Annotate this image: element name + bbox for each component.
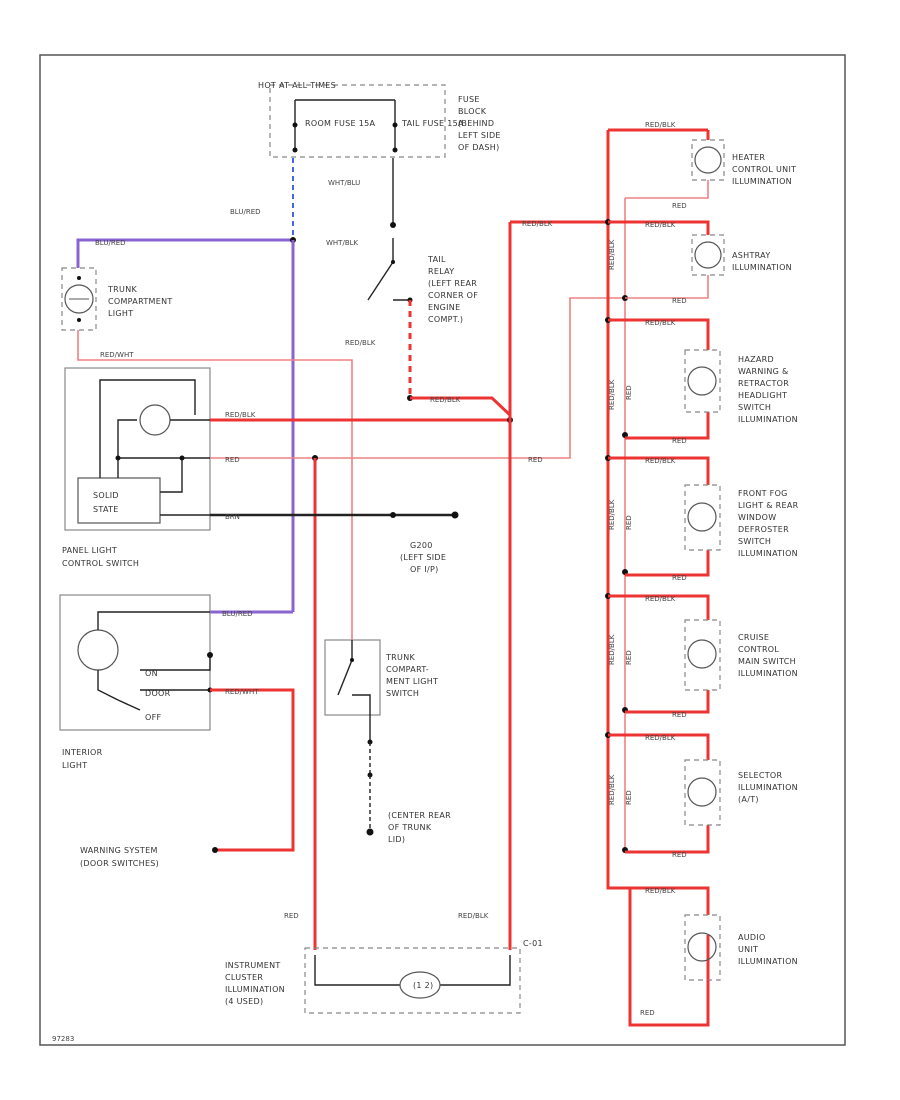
center-rear-label: (CENTER REAR OF TRUNK LID)	[388, 811, 454, 844]
switch-off-label: OFF	[145, 713, 161, 722]
heater-red-label: RED	[672, 202, 687, 210]
bus-red-label-4: RED	[625, 790, 633, 805]
red-blk-label-relay: RED/BLK	[345, 339, 376, 347]
ashtray-wire-label: RED/BLK	[645, 221, 676, 229]
hazard-red-label: RED	[672, 437, 687, 445]
cluster-bulbs: (1 2)	[413, 981, 433, 990]
brn-label: BRN	[225, 513, 240, 521]
tail-relay-label: TAIL RELAY (LEFT REAR CORNER OF ENGINE C…	[427, 255, 481, 324]
tail-fuse-label: TAIL FUSE 15A	[401, 119, 464, 128]
blu-red-label-2: BLU/RED	[95, 239, 126, 247]
front-fog-label: FRONT FOG LIGHT & REAR WINDOW DEFROSTER …	[738, 489, 801, 558]
trunk-light-switch: TRUNK COMPART- MENT LIGHT SWITCH	[324, 639, 441, 740]
panel-switch-label: PANEL LIGHT CONTROL SWITCH	[62, 546, 139, 568]
red-wire-panel	[210, 297, 625, 459]
trunk-light-label: TRUNK COMPARTMENT LIGHT	[107, 285, 175, 318]
red-blk-label-2: RED/BLK	[430, 396, 461, 404]
solid-state-label: SOLID STATE	[93, 491, 122, 514]
red-wht-label-2: RED/WHT	[225, 688, 259, 696]
g200-label: G200 (LEFT SIDE OF I/P)	[400, 541, 449, 574]
diagram-border	[39, 54, 846, 1046]
bus-red-label-2: RED	[625, 515, 633, 530]
red-label-1: RED	[225, 456, 240, 464]
red-blk-label-3: RED/BLK	[225, 411, 256, 419]
selector-red-label: RED	[672, 851, 687, 859]
hazard-wire-label: RED/BLK	[645, 319, 676, 327]
switch-door-label: DOOR	[145, 689, 171, 698]
fuse-block: HOT AT ALL TIMES ROOM FUSE 15A TAIL FUSE…	[258, 81, 504, 158]
cruise-red-label: RED	[672, 711, 687, 719]
bus-red-blk-label-3: RED/BLK	[608, 499, 616, 530]
hot-at-all-times-label: HOT AT ALL TIMES	[258, 81, 336, 90]
bus-red-blk-label-4: RED/BLK	[608, 634, 616, 665]
red-blk-wire-relay-out	[410, 396, 512, 417]
red-blk-label-4: RED/BLK	[458, 912, 489, 920]
wht-blu-label: WHT/BLU	[328, 179, 360, 187]
heater-label: HEATER CONTROL UNIT ILLUMINATION	[732, 153, 799, 186]
fuse-block-label: FUSE BLOCK (BEHIND LEFT SIDE OF DASH)	[458, 95, 504, 152]
panel-light-control-switch: SOLID STATE PANEL LIGHT CONTROL SWITCH	[62, 367, 211, 568]
ashtray-illumination: RED/BLK RED ASHTRAY ILLUMINATION	[608, 220, 792, 305]
red-label-2: RED	[528, 456, 543, 464]
red-label-3: RED	[284, 912, 299, 920]
figure-id: 97283	[52, 1035, 74, 1043]
tail-relay: TAIL RELAY (LEFT REAR CORNER OF ENGINE C…	[367, 238, 481, 324]
switch-on-label: ON	[145, 669, 158, 678]
trunk-switch-label: TRUNK COMPART- MENT LIGHT SWITCH	[385, 653, 441, 698]
heater-illumination: RED/BLK RED HEATER CONTROL UNIT ILLUMINA…	[625, 121, 799, 210]
hazard-label: HAZARD WARNING & RETRACTOR HEADLIGHT SWI…	[738, 355, 798, 424]
bus-red-blk-label-5: RED/BLK	[608, 774, 616, 805]
bus-red-label-3: RED	[625, 650, 633, 665]
ashtray-label: ASHTRAY ILLUMINATION	[732, 251, 792, 272]
cruise-label: CRUISE CONTROL MAIN SWITCH ILLUMINATION	[738, 633, 799, 678]
ashtray-red-label: RED	[672, 297, 687, 305]
c01-label: C-01	[523, 939, 543, 948]
blu-red-label-3: BLU/RED	[222, 610, 253, 618]
front-fog-illumination: RED/BLK RED FRONT FOG LIGHT & REAR WINDO…	[608, 456, 801, 582]
selector-illumination: RED/BLK RED SELECTOR ILLUMINATION (A/T)	[608, 733, 801, 859]
wht-blk-label: WHT/BLK	[326, 239, 359, 247]
selector-label: SELECTOR ILLUMINATION (A/T)	[738, 771, 801, 804]
cruise-wire-label: RED/BLK	[645, 595, 676, 603]
trunk-compartment-light: TRUNK COMPARTMENT LIGHT	[61, 267, 175, 331]
red-wht-wire-warning	[210, 688, 295, 852]
audio-illumination: RED/BLK AUDIO UNIT ILLUMINATION	[608, 886, 798, 981]
instrument-cluster-illumination: (1 2) INSTRUMENT CLUSTER ILLUMINATION (4…	[225, 939, 543, 1014]
blu-red-label-1: BLU/RED	[230, 208, 261, 216]
fog-red-label: RED	[672, 574, 687, 582]
interior-light-label: INTERIOR LIGHT	[62, 748, 105, 770]
selector-wire-label: RED/BLK	[645, 734, 676, 742]
room-fuse-label: ROOM FUSE 15A	[305, 119, 376, 128]
audio-label: AUDIO UNIT ILLUMINATION	[738, 933, 798, 966]
red-wht-label-1: RED/WHT	[100, 351, 134, 359]
fog-wire-label: RED/BLK	[645, 457, 676, 465]
bus-red-blk-label-2: RED/BLK	[608, 379, 616, 410]
bus-red-label-1: RED	[625, 385, 633, 400]
audio-wire-label: RED/BLK	[645, 887, 676, 895]
blu-red-wire-trunk	[76, 238, 293, 268]
interior-light: ON DOOR OFF INTERIOR LIGHT	[59, 594, 213, 770]
bus-red-blk-label-1: RED/BLK	[608, 239, 616, 270]
warning-system-label: WARNING SYSTEM (DOOR SWITCHES)	[80, 846, 161, 868]
red-label-bus: RED	[640, 1009, 655, 1017]
red-blk-label-5: RED/BLK	[522, 220, 553, 228]
heater-wire-label: RED/BLK	[645, 121, 676, 129]
cluster-label: INSTRUMENT CLUSTER ILLUMINATION (4 USED)	[225, 961, 288, 1006]
cruise-illumination: RED/BLK RED CRUISE CONTROL MAIN SWITCH I…	[608, 594, 799, 719]
hazard-illumination: RED/BLK RED HAZARD WARNING & RETRACTOR H…	[608, 318, 798, 445]
red-wht-wire-trunk	[77, 330, 353, 640]
